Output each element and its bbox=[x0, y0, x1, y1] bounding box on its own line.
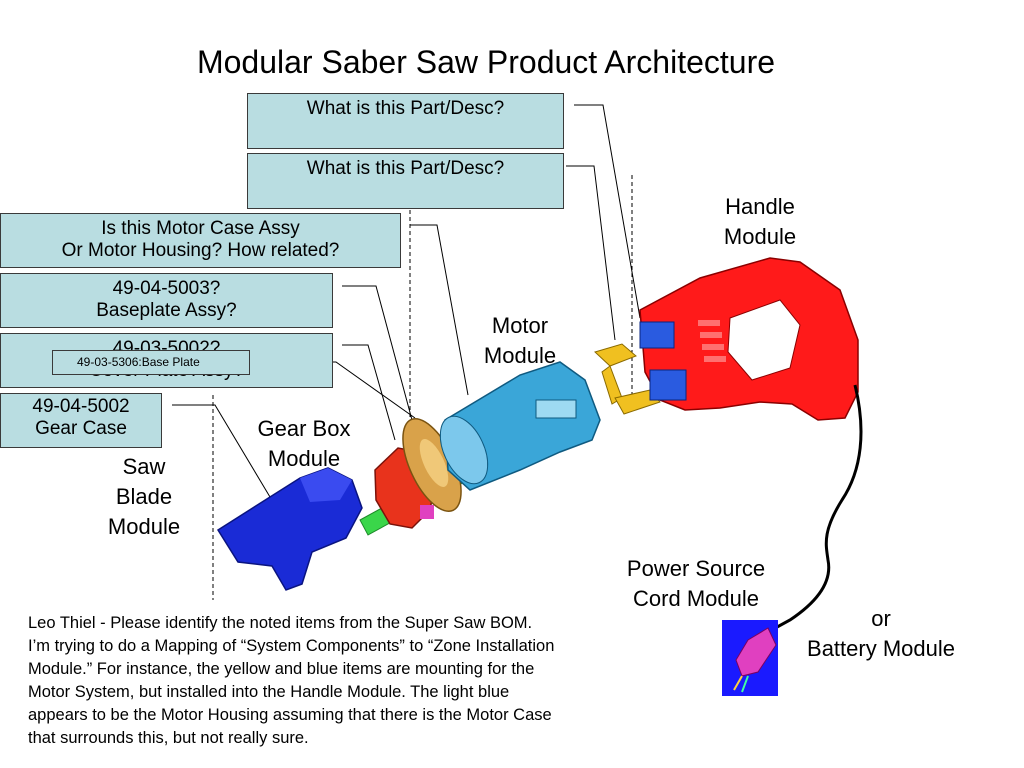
leader-line-cover-plate bbox=[342, 344, 396, 441]
leader-line-q2 bbox=[566, 165, 616, 341]
note-line-2: I’m trying to do a Mapping of “System Co… bbox=[28, 637, 555, 655]
label-saw-blade-module-line3: Module bbox=[107, 514, 181, 539]
label-gearbox-module: Gear Box Module bbox=[238, 414, 370, 474]
label-battery-module: or Battery Module bbox=[790, 604, 972, 664]
note-line-6: that surrounds this, but not really sure… bbox=[28, 729, 309, 747]
label-motor-module-line2: Module bbox=[483, 343, 557, 368]
leader-line-gear-case bbox=[172, 404, 271, 498]
callout-baseplate: 49-04-5003? Baseplate Assy? bbox=[0, 273, 333, 328]
callout-base-plate-tag-text: 49-03-5306:Base Plate bbox=[77, 355, 200, 369]
label-saw-blade-module: Saw Blade Module bbox=[90, 452, 198, 542]
label-battery-module-line1: or bbox=[871, 606, 891, 631]
label-handle-module-line1: Handle bbox=[725, 194, 795, 219]
label-power-cord-module: Power Source Cord Module bbox=[606, 554, 786, 614]
callout-what-is-part-1: What is this Part/Desc? bbox=[247, 93, 564, 149]
callout-what-is-part-2-text: What is this Part/Desc? bbox=[306, 158, 505, 179]
label-handle-module-line2: Module bbox=[723, 224, 797, 249]
callout-baseplate-line1: 49-04-5003? bbox=[112, 278, 221, 299]
base-plate-part bbox=[402, 417, 462, 513]
callout-baseplate-line2: Baseplate Assy? bbox=[96, 300, 237, 321]
page-title: Modular Saber Saw Product Architecture bbox=[196, 44, 776, 80]
label-power-cord-module-line2: Cord Module bbox=[633, 586, 759, 611]
label-motor-module: Motor Module bbox=[462, 311, 578, 371]
note-line-3: Module.” For instance, the yellow and bl… bbox=[28, 660, 535, 678]
note-line-4: Motor System, but installed into the Han… bbox=[28, 683, 510, 701]
label-gearbox-module-line2: Module bbox=[267, 446, 341, 471]
label-saw-blade-module-line2: Blade bbox=[115, 484, 173, 509]
leader-line-q1 bbox=[574, 104, 641, 319]
label-handle-module: Handle Module bbox=[700, 192, 820, 252]
callout-what-is-part-1-text: What is this Part/Desc? bbox=[306, 98, 505, 119]
callout-motor-case-line2: Or Motor Housing? How related? bbox=[61, 240, 340, 261]
yellow-mount-bracket bbox=[594, 343, 661, 415]
note-line-5: appears to be the Motor Housing assuming… bbox=[28, 706, 552, 724]
callout-motor-case-line1: Is this Motor Case Assy bbox=[101, 218, 300, 239]
handle-module-part bbox=[639, 257, 859, 421]
callout-gear-case: 49-04-5002 Gear Case bbox=[0, 393, 162, 448]
label-gearbox-module-line1: Gear Box bbox=[257, 416, 351, 441]
callout-gear-case-line2: Gear Case bbox=[35, 418, 127, 439]
label-power-cord-module-line1: Power Source bbox=[626, 556, 766, 581]
note-line-1: Leo Thiel - Please identify the noted it… bbox=[28, 614, 533, 632]
label-motor-module-line1: Motor bbox=[491, 313, 549, 338]
power-cord bbox=[767, 384, 863, 634]
label-saw-blade-module-line1: Saw bbox=[122, 454, 166, 479]
label-battery-module-line2: Battery Module bbox=[807, 636, 955, 661]
note-paragraph: Leo Thiel - Please identify the noted it… bbox=[28, 612, 678, 750]
motor-housing-part bbox=[439, 361, 601, 491]
leader-line-baseplate bbox=[342, 285, 413, 421]
leader-line-motor-case bbox=[410, 224, 469, 396]
callout-gear-case-line1: 49-04-5002 bbox=[32, 396, 130, 417]
callout-base-plate-tag: 49-03-5306:Base Plate bbox=[52, 350, 250, 375]
callout-what-is-part-2: What is this Part/Desc? bbox=[247, 153, 564, 209]
callout-motor-case: Is this Motor Case Assy Or Motor Housing… bbox=[0, 213, 401, 268]
saw-blade-module-part bbox=[216, 467, 363, 591]
plug-icon bbox=[722, 620, 778, 696]
